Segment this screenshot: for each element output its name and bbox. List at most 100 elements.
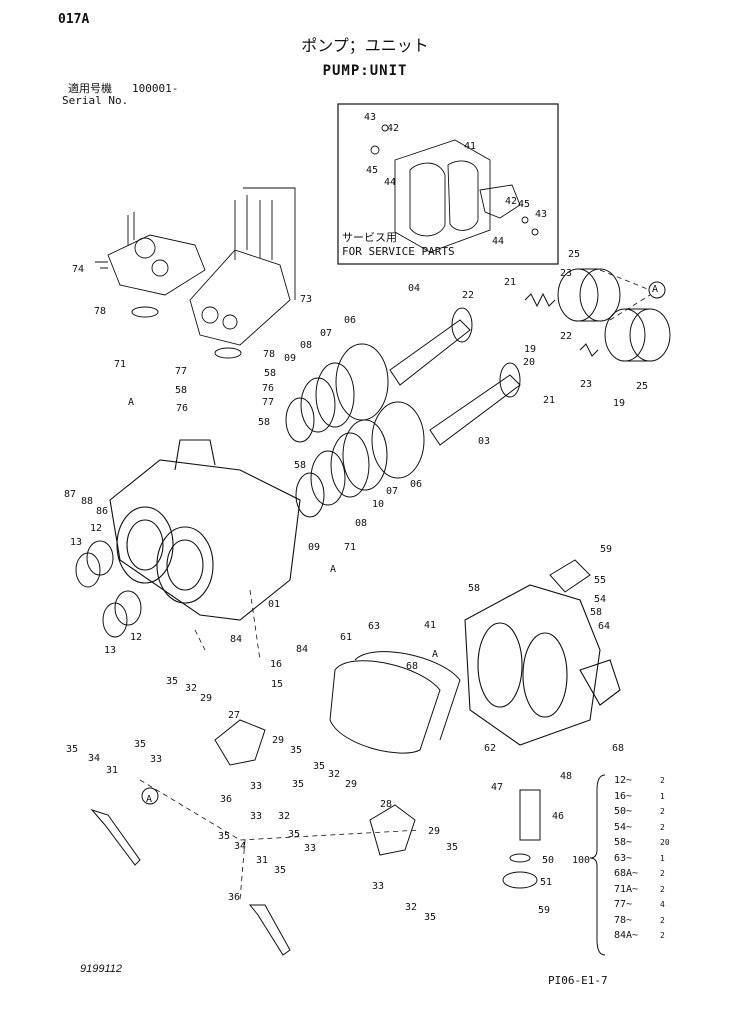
part-callout: 35 [66, 744, 79, 755]
quantity-value: 2 [660, 822, 665, 832]
quantity-value: 20 [660, 838, 670, 847]
gasket-63 [354, 651, 461, 741]
part-callout: 44 [492, 236, 505, 247]
plate-28 [369, 804, 416, 856]
part-callout: 73 [300, 294, 313, 305]
quantity-part: 54~ [614, 821, 633, 833]
dashed-leaders [139, 269, 651, 901]
part-callout: 47 [491, 782, 504, 793]
part-callout: 41 [464, 141, 477, 152]
service-parts-inset-frame [337, 103, 559, 265]
part-callout: 12 [90, 523, 103, 534]
part-callout: 50 [542, 855, 555, 866]
part-callout: 12 [130, 632, 143, 643]
part-callout: A [652, 284, 659, 295]
cylinder-block-25-lower [604, 308, 671, 362]
page-code: 017A [58, 12, 90, 27]
part-callout: 68 [612, 743, 625, 754]
part-callout: 61 [340, 632, 353, 643]
part-callout: 35 [290, 745, 303, 756]
part-callout: 58 [258, 417, 271, 428]
oring-50 [509, 853, 531, 863]
quantity-bracket [589, 774, 606, 956]
part-callout: 35 [218, 831, 231, 842]
oring-78-a [131, 306, 159, 318]
part-callout: 88 [81, 496, 94, 507]
quantity-value: 2 [660, 915, 665, 925]
quantity-part: 68A~ [614, 868, 639, 879]
part-callout: 16 [270, 659, 283, 670]
shaft-04 [389, 307, 473, 386]
title-en: PUMP:UNIT [322, 63, 408, 79]
main-housing-01 [109, 439, 301, 621]
part-callout: 07 [320, 328, 333, 339]
quantity-value: 4 [660, 900, 665, 909]
part-callout: 62 [484, 743, 497, 754]
part-callout: 32 [185, 683, 198, 694]
quantity-value: 1 [660, 791, 665, 801]
part-callout: A [146, 794, 153, 805]
part-callout: 76 [262, 383, 275, 394]
fork-36-a [90, 808, 141, 866]
bearing-set-lower [295, 401, 425, 518]
part-callout: 09 [284, 353, 297, 364]
part-callout: 01 [268, 599, 281, 610]
part-callout: 33 [150, 754, 163, 765]
pump-unit-74 [95, 212, 206, 296]
part-callout: 23 [560, 268, 573, 279]
cylinder-block-25-upper [557, 268, 621, 322]
part-callout: 29 [345, 779, 358, 790]
part-callout: A [128, 397, 135, 408]
part-callout: 19 [524, 344, 537, 355]
quantity-part: 12~ [614, 775, 633, 786]
part-callout: 03 [478, 436, 491, 447]
part-callout: 07 [386, 486, 399, 497]
part-callout: 27 [228, 710, 241, 721]
part-callout: 22 [560, 331, 573, 342]
part-callout: 74 [72, 264, 85, 275]
part-callout: 28 [380, 799, 393, 810]
fork-36-b [248, 904, 291, 956]
quantity-part: 50~ [614, 806, 633, 817]
part-callout: 55 [594, 575, 607, 586]
plate-27 [214, 719, 266, 766]
quantity-value: 2 [660, 869, 665, 878]
part-callout: 35 [313, 761, 326, 772]
part-callout: 04 [408, 283, 421, 294]
shaft-46 [519, 789, 541, 841]
part-callout: 58 [264, 368, 277, 379]
gasket-61 [329, 660, 441, 754]
quantity-total: 100 [572, 855, 591, 866]
serial-label-jp: 適用号機 [68, 82, 112, 95]
part-callout: 35 [424, 912, 437, 923]
part-callout: 33 [250, 781, 263, 792]
quantity-part: 63~ [614, 852, 633, 864]
part-callout: 63 [368, 621, 381, 632]
quantity-part: 71A~ [614, 883, 639, 895]
part-callout: 45 [518, 199, 531, 210]
quantity-row: 77~ 4 [614, 900, 665, 910]
part-callout: A [432, 649, 439, 660]
part-callout: 29 [272, 735, 285, 746]
part-callout: 58 [294, 460, 307, 471]
reference-mark-a [141, 281, 666, 805]
part-callout: 33 [372, 881, 385, 892]
part-callout: 33 [304, 843, 317, 854]
serial-value: 100001- [132, 82, 179, 95]
part-callout: 44 [384, 177, 397, 188]
quantity-part: 84A~ [614, 930, 639, 941]
part-callout: 54 [594, 594, 607, 605]
part-callout: 22 [462, 290, 475, 301]
part-callout: 09 [308, 542, 321, 553]
part-callout: 87 [64, 489, 77, 500]
oring-78-b [214, 347, 242, 359]
part-callout: 51 [540, 877, 553, 888]
bearing-set-upper [285, 343, 389, 443]
quantity-part: 77~ [614, 899, 633, 910]
part-callout: 32 [405, 902, 418, 913]
serial-label-en: Serial No. [62, 94, 129, 107]
ring-13-b [102, 602, 128, 638]
part-callout: 86 [96, 506, 109, 517]
part-callout: 41 [424, 620, 437, 631]
